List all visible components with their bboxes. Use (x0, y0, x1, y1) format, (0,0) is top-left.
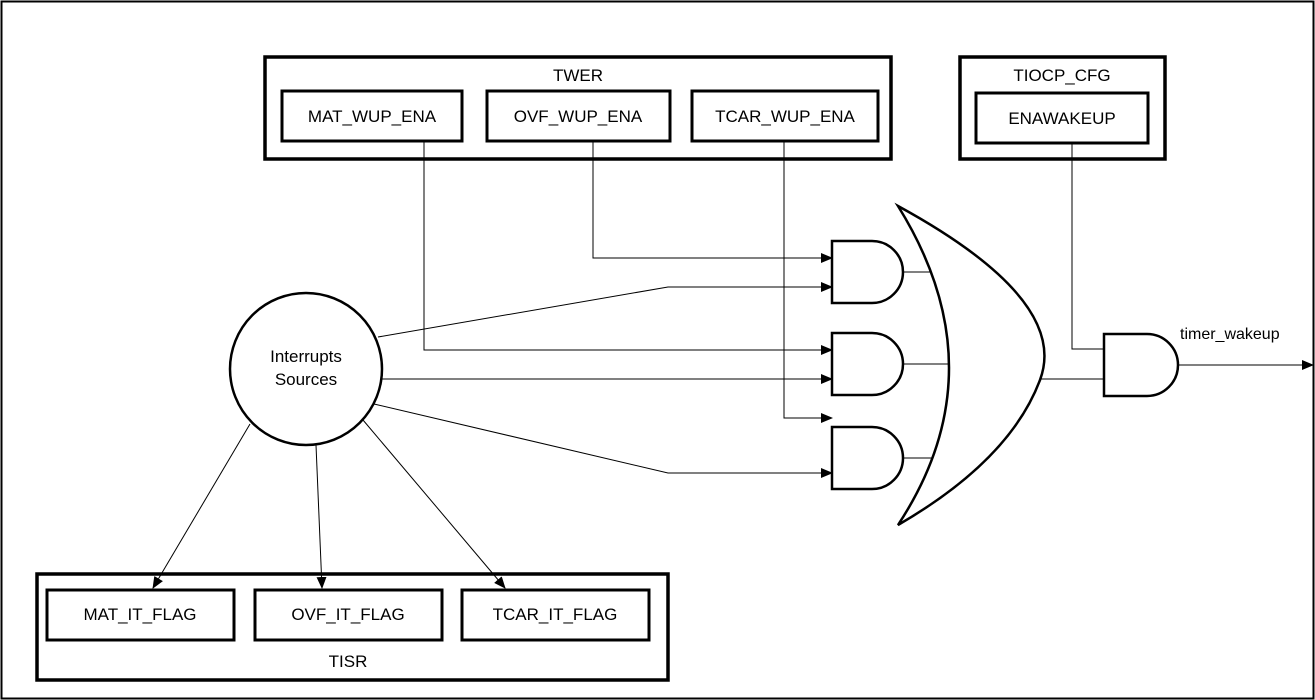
interrupt-sources-node: Interrupts Sources (228, 291, 384, 447)
wire-source-to-gate1 (377, 282, 833, 338)
interrupt-sources-label-line2: Sources (275, 370, 337, 389)
wire-source-to-tcar-it-flag (362, 419, 506, 589)
tiocp-cfg-title: TIOCP_CFG (1013, 66, 1110, 85)
twer-register: TWER MAT_WUP_ENA OVF_WUP_ENA TCAR_WUP_EN… (263, 55, 893, 161)
and-gate-tcar (830, 425, 905, 491)
tisr-field-tcar-it-flag: TCAR_IT_FLAG (493, 605, 618, 624)
wire-tcar-wup-ena (783, 141, 833, 423)
tiocp-field-enawakeup: ENAWAKEUP (1008, 109, 1115, 128)
output-label-timer-wakeup: timer_wakeup (1180, 326, 1280, 343)
twer-field-tcar-wup-ena: TCAR_WUP_ENA (715, 107, 855, 126)
or-gate (894, 202, 1046, 527)
wire-source-to-ovf-it-flag (315, 444, 327, 589)
wire-enawakeup (1071, 143, 1104, 350)
wire-source-to-gate3 (373, 403, 833, 478)
wire-mat-wup-ena (423, 141, 833, 355)
wire-ovf-wup-ena (592, 141, 833, 263)
tisr-register: MAT_IT_FLAG OVF_IT_FLAG TCAR_IT_FLAG TIS… (35, 572, 670, 682)
and-gate-mat (830, 331, 905, 397)
interrupt-sources-label-line1: Interrupts (270, 347, 342, 366)
twer-title: TWER (553, 66, 603, 85)
twer-field-ovf-wup-ena: OVF_WUP_ENA (514, 107, 643, 126)
tisr-field-mat-it-flag: MAT_IT_FLAG (83, 605, 196, 624)
tisr-title: TISR (329, 652, 368, 671)
twer-field-mat-wup-ena: MAT_WUP_ENA (308, 107, 437, 126)
tisr-field-ovf-it-flag: OVF_IT_FLAG (291, 605, 404, 624)
tiocp-cfg-register: TIOCP_CFG ENAWAKEUP (958, 55, 1167, 161)
and-gate-final (1102, 332, 1180, 398)
wire-source-to-mat-it-flag (152, 423, 251, 589)
and-gate-ovf (830, 239, 905, 305)
